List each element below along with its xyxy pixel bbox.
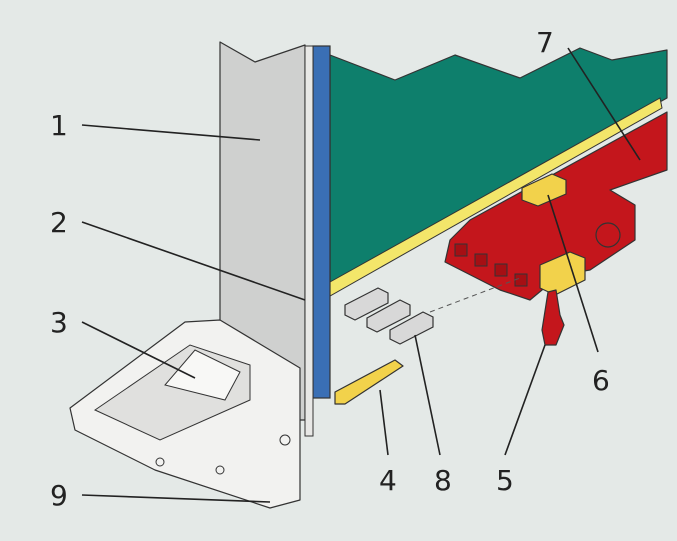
guide-pin	[334, 359, 404, 405]
label-4: 4	[379, 464, 397, 497]
label-8: 8	[434, 464, 452, 497]
card-guide-rail	[444, 111, 668, 301]
leader-line-4	[379, 389, 389, 456]
label-3: 3	[50, 306, 68, 339]
leader-line-3	[81, 321, 196, 379]
leader-line-7	[567, 47, 641, 161]
label-6: 6	[592, 364, 610, 397]
leader-line-8	[414, 334, 441, 456]
latch	[539, 251, 586, 296]
leader-line-2	[81, 221, 306, 301]
label-9: 9	[50, 479, 68, 512]
label-2: 2	[50, 206, 68, 239]
label-5: 5	[496, 464, 514, 497]
label-7: 7	[536, 26, 554, 59]
guide-strip	[312, 45, 331, 399]
leader-line-5	[504, 344, 546, 456]
retaining-clip	[521, 173, 567, 207]
leader-line-9	[81, 494, 271, 503]
leader-line-6	[547, 194, 599, 353]
rail-hole	[595, 222, 621, 248]
label-1: 1	[50, 109, 68, 142]
alignment-line	[429, 277, 521, 313]
leader-line-1	[81, 124, 261, 141]
release-lever	[541, 289, 565, 346]
coding-keys	[344, 287, 434, 345]
